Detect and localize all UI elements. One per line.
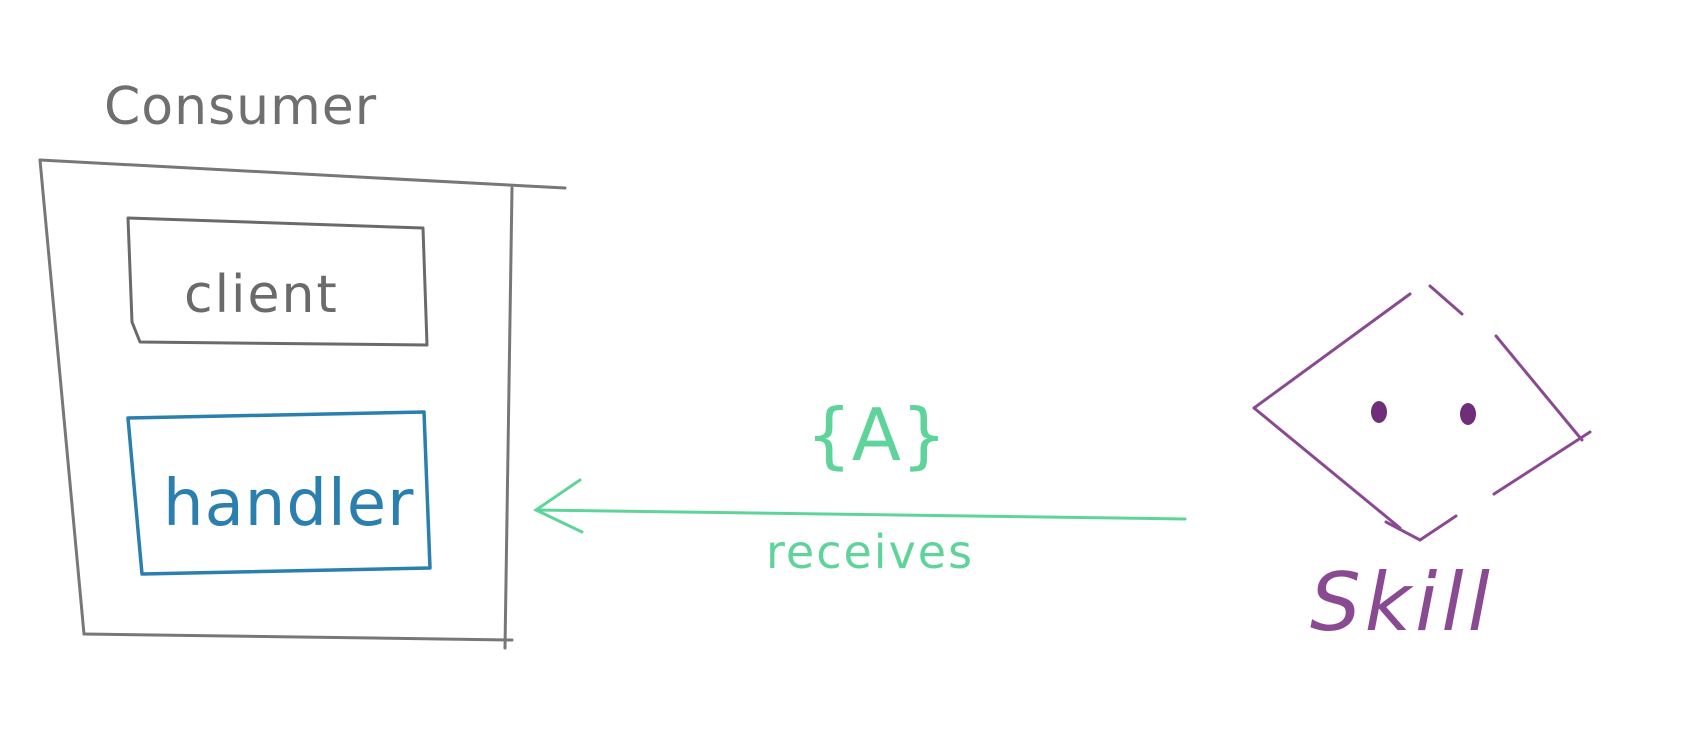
skill-label: Skill: [1310, 556, 1494, 649]
payload-label: {A}: [806, 393, 947, 477]
consumer-title: Consumer: [104, 77, 377, 137]
client-box: client: [126, 216, 429, 347]
receives-label: receives: [766, 525, 974, 579]
skill-icon: [1252, 284, 1592, 542]
consumer-box: [38, 158, 567, 650]
handler-box: handler: [126, 410, 432, 576]
receive-arrow: [533, 478, 1187, 534]
client-label: client: [184, 265, 339, 325]
handler-label: handler: [163, 467, 414, 541]
